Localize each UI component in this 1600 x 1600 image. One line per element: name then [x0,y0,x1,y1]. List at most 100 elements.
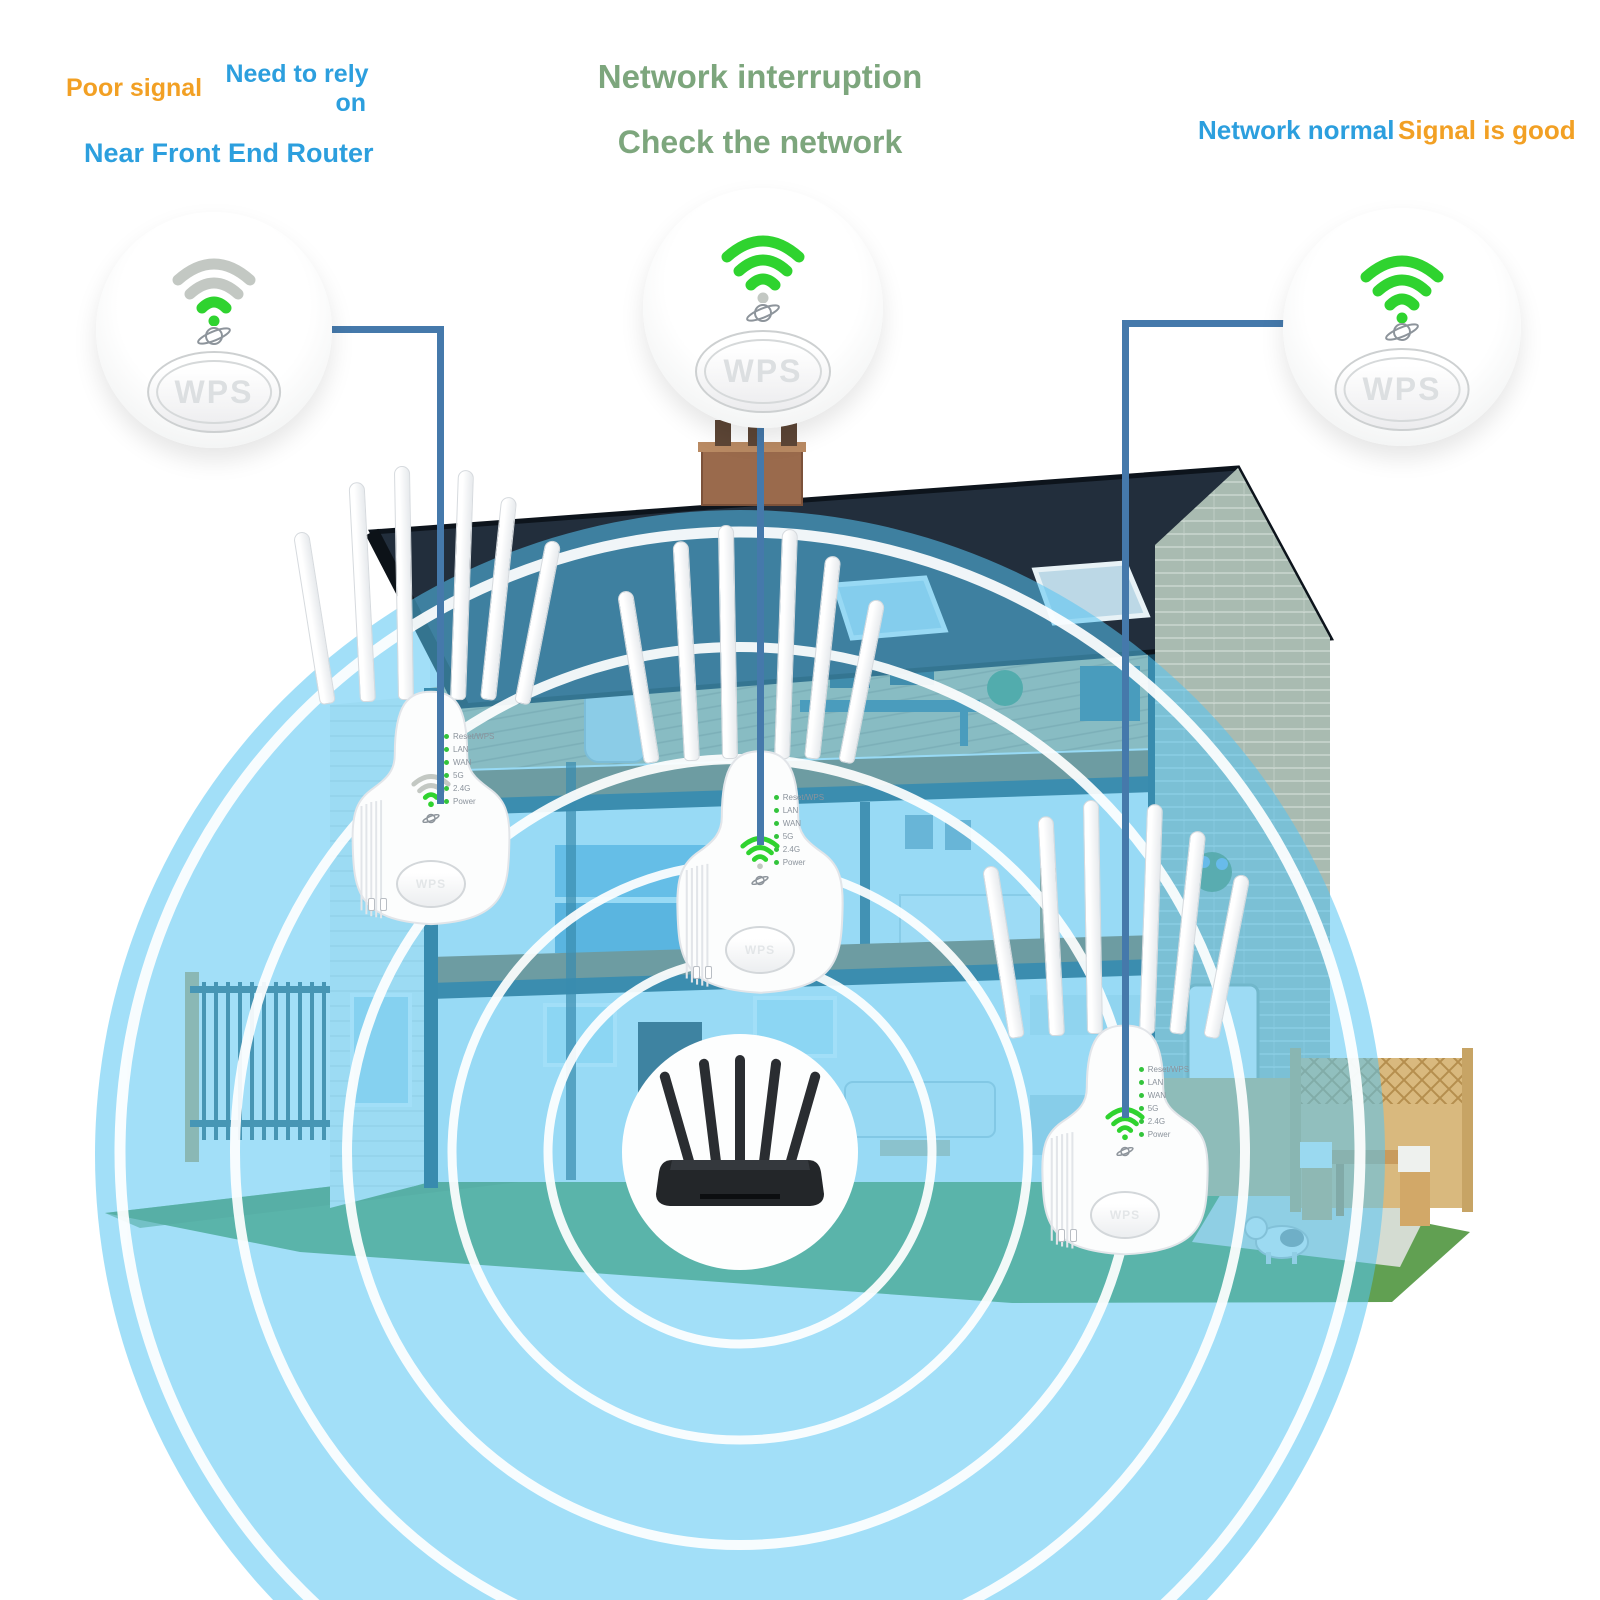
connector-line-right-horizontal [1122,320,1290,327]
led-indicator [444,798,450,804]
led-label: LAN [782,805,799,815]
led-label: Power [1147,1129,1171,1139]
led-indicator [773,846,779,852]
wifi-signal-icon [1360,255,1444,323]
led-indicator [444,772,450,778]
wifi-repeater-right: Reset/WPS LAN WAN 5G 2.4G Power WPS [981,799,1251,1264]
wps-button[interactable]: WPS [1090,1190,1160,1239]
connector-line-left-vertical [437,326,444,804]
wps-button[interactable]: WPS [147,351,281,434]
repeater-body [351,690,511,926]
wps-button-label: WPS [174,373,254,410]
led-panel: Reset/WPS LAN WAN 5G 2.4G Power [1138,1064,1190,1139]
led-row: Power [773,857,824,867]
led-panel: Reset/WPS LAN WAN 5G 2.4G Power [444,732,494,806]
wps-button[interactable]: WPS [1334,348,1470,431]
led-row: 2.4G [773,844,824,854]
led-row: LAN [1138,1077,1189,1087]
led-label: Reset/WPS [1147,1064,1190,1074]
wifi-signal-icon [721,235,805,303]
led-row: 5G [773,831,824,841]
led-indicator [444,746,450,752]
connector-line-center-vertical [757,420,764,845]
router-antennas [659,1055,821,1171]
led-label: LAN [1147,1077,1164,1087]
led-row: WAN [773,819,824,828]
need-to-rely-line1: Need to rely [225,60,369,88]
led-label: 2.4G [453,783,471,793]
led-row: LAN [444,745,494,754]
outlet-icon [1058,1228,1078,1242]
led-row: Power [1138,1129,1189,1139]
wifi-repeater-middle: Reset/WPS LAN WAN 5G 2.4G Power WPS [616,524,886,1003]
wifi-signal-icon [172,258,256,327]
wps-button-label: WPS [723,352,803,389]
led-row: Reset/WPS [1138,1064,1190,1074]
led-label: Reset/WPS [453,731,495,741]
led-indicator [773,794,779,800]
signal-is-good-label: Signal is good [1398,115,1576,145]
led-label: LAN [453,744,469,754]
led-row: WAN [1138,1090,1189,1100]
led-label: Reset/WPS [782,792,825,802]
led-panel: Reset/WPS LAN WAN 5G 2.4G Power [773,792,825,867]
led-row: Reset/WPS [444,732,494,741]
wps-button-label: WPS [744,942,776,957]
led-row: 2.4G [1138,1117,1189,1126]
led-label: Power [782,857,806,867]
planet-icon [1116,1146,1134,1156]
wps-button[interactable]: WPS [725,925,795,974]
led-indicator [773,833,779,839]
wps-badge-right: WPS [1283,208,1521,446]
led-row: Reset/WPS [773,792,825,802]
led-indicator [1138,1118,1144,1124]
wifi-repeater-left: Reset/WPS LAN WAN 5G 2.4G Power WPS [292,465,562,934]
wps-button-label: WPS [1362,371,1442,408]
led-label: 2.4G [782,844,801,854]
led-label: WAN [1147,1090,1167,1100]
led-row: WAN [444,758,494,767]
led-indicator [1138,1079,1144,1085]
wps-button[interactable]: WPS [695,329,831,413]
led-indicator [444,733,450,739]
chimney [698,418,806,506]
led-row: LAN [773,805,824,815]
outlet-icon [693,965,713,979]
led-indicator [773,807,779,813]
led-label: 5G [782,831,794,841]
led-label: WAN [453,757,472,767]
planet-icon [751,876,769,886]
check-the-network-label: Check the network [617,124,903,160]
led-indicator [444,785,450,791]
wifi-signal-icon [411,774,451,808]
planet-icon [1385,323,1419,342]
poor-signal-label: Poor signal [66,74,203,102]
planet-icon [746,304,780,323]
led-indicator [773,859,779,865]
connector-line-right-vertical [1122,320,1129,1118]
connector-line-left-horizontal [332,326,444,333]
wps-badge-left: WPS [96,212,332,448]
led-row: 2.4G [444,784,494,793]
wps-button-label: WPS [1109,1207,1141,1222]
led-indicator [1138,1131,1144,1137]
led-row: 5G [444,771,494,780]
led-label: 5G [453,770,464,780]
network-normal-label: Network normal [1198,115,1395,145]
planet-icon [422,813,440,824]
led-label: 5G [1147,1103,1159,1113]
led-indicator [773,820,779,826]
led-row: Power [444,797,494,806]
wps-button[interactable]: WPS [396,859,466,908]
near-front-end-router-label: Near Front End Router [84,138,374,168]
router-body [656,1160,824,1206]
led-row: 5G [1138,1103,1189,1113]
main-router [656,1055,824,1206]
led-indicator [1138,1092,1144,1098]
wps-button-label: WPS [415,876,447,891]
wps-badge-center: WPS [643,188,883,428]
network-interruption-label: Network interruption [597,58,923,95]
outlet-icon [367,898,387,912]
led-indicator [1138,1066,1144,1072]
